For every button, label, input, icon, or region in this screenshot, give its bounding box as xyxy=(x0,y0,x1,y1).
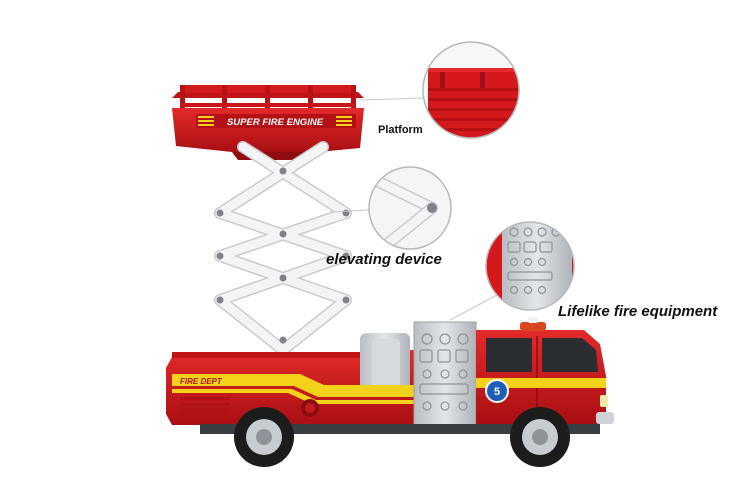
platform-basket: SUPER FIRE ENGINE xyxy=(172,85,364,160)
platform-banner-text: SUPER FIRE ENGINE xyxy=(227,117,324,128)
callout-elevating-device xyxy=(329,166,452,250)
front-wheel xyxy=(510,407,570,467)
lifelike-equipment-label: Lifelike fire equipment xyxy=(558,303,718,320)
rear-wheel xyxy=(234,407,294,467)
scissor-lift xyxy=(214,141,352,356)
cab-badge-number: 5 xyxy=(494,386,500,398)
callout-platform xyxy=(359,41,520,139)
elevating-device-label: elevating device xyxy=(326,251,442,268)
fire-dept-text: FIRE DEPT xyxy=(180,377,223,386)
platform-label: Platform xyxy=(378,124,423,136)
fire-truck: FIRE DEPT 5 xyxy=(166,317,614,434)
callout-fire-equipment xyxy=(449,221,575,321)
